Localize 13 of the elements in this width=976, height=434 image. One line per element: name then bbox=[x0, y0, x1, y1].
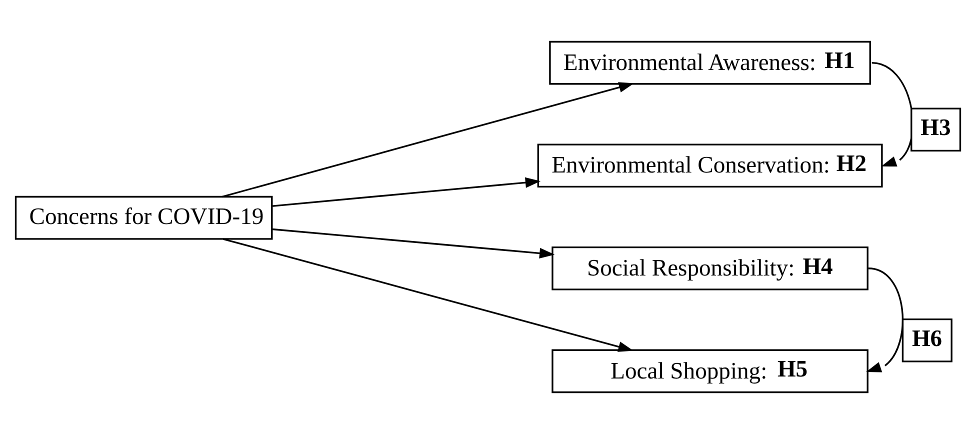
arrow bbox=[866, 268, 904, 372]
arrow bbox=[272, 228, 555, 259]
arrow bbox=[272, 177, 541, 207]
node-box: Concerns for COVID-19 bbox=[14, 196, 273, 240]
node-box: Environmental Awareness: H1 bbox=[549, 40, 871, 85]
node-box: Social Responsibility: H4 bbox=[552, 246, 868, 290]
node-box: Environmental Conservation: H2 bbox=[537, 144, 883, 188]
arrow bbox=[222, 238, 634, 352]
arrow bbox=[872, 62, 914, 167]
node-box: Local Shopping: H5 bbox=[552, 349, 868, 394]
edge-label: H3 bbox=[920, 115, 951, 141]
edge-label: H6 bbox=[912, 326, 942, 352]
arrow bbox=[222, 82, 634, 198]
